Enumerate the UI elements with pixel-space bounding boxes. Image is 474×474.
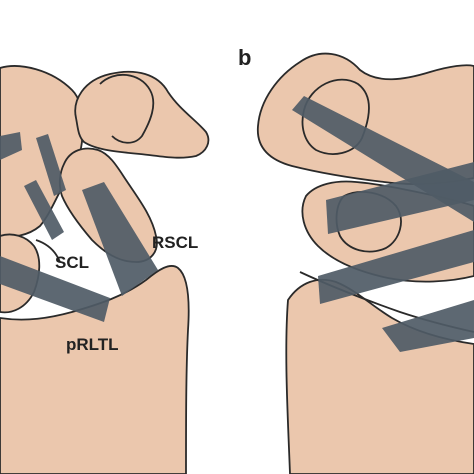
panel-b: b	[238, 45, 474, 474]
panel-a-ligament-prltl	[0, 256, 110, 322]
label-rscl: RSCL	[152, 233, 198, 252]
panel-a-ligament-scl-lower	[24, 180, 64, 240]
panel-a-capitate-bone	[74, 70, 210, 159]
panel-a-ligament-rscl	[82, 182, 158, 296]
panel-a-hamate-outline	[99, 73, 155, 144]
panel-a: SCL RSCL pRLTL	[0, 65, 210, 474]
panel-b-ligament-middle-band	[326, 162, 474, 234]
panel-label-b: b	[238, 45, 251, 70]
panel-a-joint-line	[35, 239, 61, 263]
label-scl: SCL	[55, 253, 89, 272]
panel-b-ligament-lower-band	[318, 230, 474, 304]
panel-b-carpal-bone-upper	[257, 52, 474, 185]
panel-a-ligament-scl	[36, 134, 66, 196]
panel-a-ligament-dorsal-short	[0, 132, 22, 160]
label-prltl: pRLTL	[66, 335, 119, 354]
panel-b-ligament-radial-band	[382, 300, 474, 352]
panel-a-radius-bone	[0, 265, 190, 474]
